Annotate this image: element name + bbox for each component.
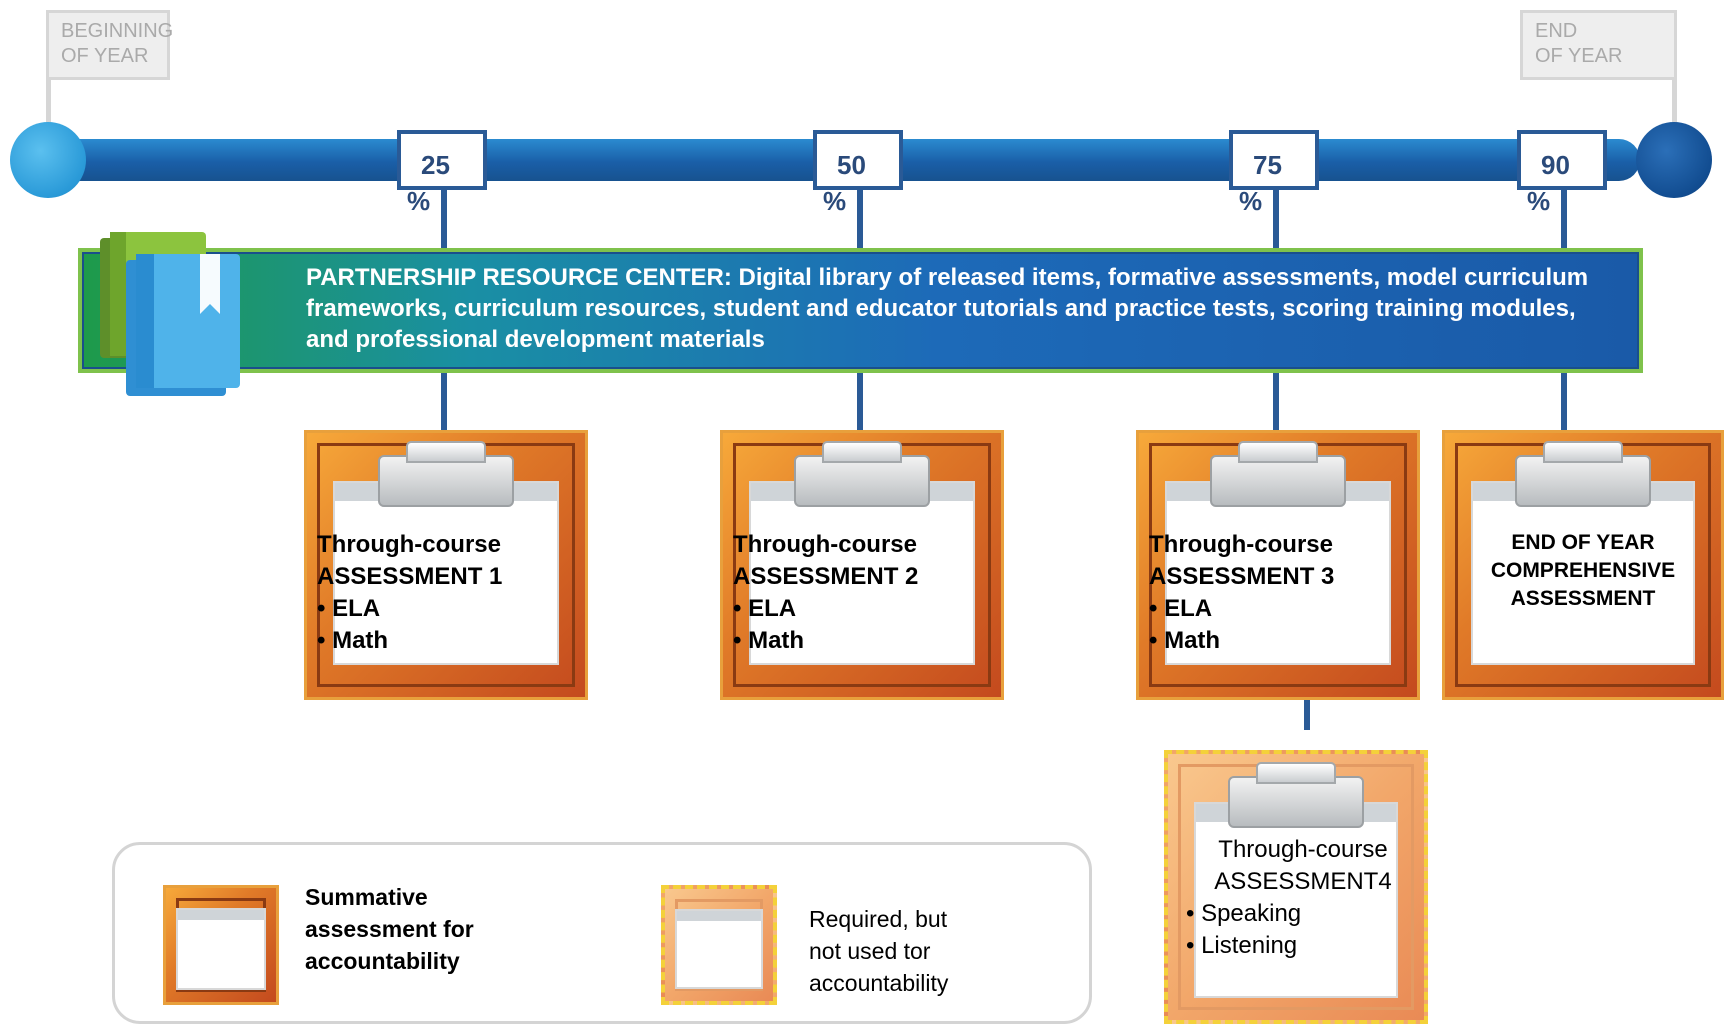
assessment-card-4: Through-course ASSESSMENT4 Speaking List…	[1164, 750, 1428, 1024]
milestone-75: 75 %	[1229, 130, 1319, 216]
assessment-bullet: Math	[317, 625, 581, 657]
legend: Summative assessment for accountability …	[112, 842, 1092, 1024]
connector-25-top	[441, 188, 447, 250]
milestone-90: 90 %	[1517, 130, 1607, 216]
milestone-unit: %	[1527, 186, 1551, 216]
milestone-value: 50	[837, 150, 866, 180]
legend-summative-label: Summative assessment for accountability	[305, 881, 474, 977]
assessment-card-2-text: Through-course ASSESSMENT 2 ELA Math	[733, 529, 997, 657]
start-flag: BEGINNING OF YEAR	[46, 10, 174, 80]
legend-summative-swatch	[163, 885, 279, 1005]
assessment-bullet: ELA	[733, 593, 997, 625]
connector-50-bottom	[857, 373, 863, 435]
clipboard-clip-top	[822, 441, 902, 463]
milestone-value: 25	[421, 150, 450, 180]
clipboard-clip-top	[1238, 441, 1318, 463]
assessment-title: Through-course	[1218, 836, 1388, 863]
assessment-bullet: Speaking	[1186, 898, 1420, 930]
assessment-title: ASSESSMENT 1	[317, 563, 503, 590]
assessment-bullet: Math	[1149, 625, 1413, 657]
assessment-bullet: Listening	[1186, 930, 1420, 962]
connector-90-top	[1561, 188, 1567, 250]
milestone-value: 90	[1541, 150, 1570, 180]
milestone-unit: %	[407, 186, 431, 216]
assessment-title: END OF YEAR	[1511, 531, 1655, 554]
assessment-card-eoy-text: END OF YEAR COMPREHENSIVE ASSESSMENT	[1449, 529, 1717, 613]
assessment-title: ASSESSMENT 2	[733, 563, 919, 590]
assessment-card-eoy: END OF YEAR COMPREHENSIVE ASSESSMENT	[1442, 430, 1724, 700]
legend-required-label: Required, but not used tor accountabilit…	[809, 903, 948, 999]
connector-75-top	[1273, 188, 1279, 250]
legend-summative-line: assessment for	[305, 916, 474, 942]
milestone-50: 50 %	[813, 130, 903, 216]
assessment-title: Through-course	[1149, 531, 1333, 558]
clipboard-clip-top	[1543, 441, 1623, 463]
start-flag-line-2: OF YEAR	[61, 45, 149, 67]
clipboard-paper	[178, 910, 264, 988]
milestone-value: 75	[1253, 150, 1282, 180]
assessment-title: Through-course	[317, 531, 501, 558]
clipboard-paper	[677, 911, 761, 987]
assessment-bullet: ELA	[1149, 593, 1413, 625]
legend-summative-line: accountability	[305, 948, 460, 974]
start-flag-line-1: BEGINNING	[61, 20, 174, 42]
assessment-card-3: Through-course ASSESSMENT 3 ELA Math	[1136, 430, 1420, 700]
connector-50-top	[857, 188, 863, 250]
milestone-unit: %	[1239, 186, 1263, 216]
legend-required-swatch	[661, 885, 777, 1005]
timeline-start-point	[10, 122, 86, 198]
legend-required-line: not used tor	[809, 938, 931, 964]
assessment-card-1-text: Through-course ASSESSMENT 1 ELA Math	[317, 529, 581, 657]
resource-center-text: PARTNERSHIP RESOURCE CENTER: Digital lib…	[306, 264, 1589, 353]
books-icon	[100, 232, 240, 396]
assessment-title: ASSESSMENT4	[1214, 868, 1392, 895]
connector-25-bottom	[441, 373, 447, 435]
clipboard-paper	[1473, 441, 1693, 663]
assessment-card-3-text: Through-course ASSESSMENT 3 ELA Math	[1149, 529, 1413, 657]
legend-required-line: accountability	[809, 970, 949, 996]
assessment-card-2: Through-course ASSESSMENT 2 ELA Math	[720, 430, 1004, 700]
clipboard-clip-top	[1256, 762, 1336, 784]
end-flag-line-1: END	[1535, 20, 1578, 42]
end-flag-line-2: OF YEAR	[1535, 45, 1623, 67]
timeline-end-point	[1636, 122, 1712, 198]
connector-75-bottom	[1273, 373, 1279, 435]
milestone-25: 25 %	[397, 130, 487, 216]
connector-assessment4	[1304, 700, 1310, 730]
clipboard-clip-top	[406, 441, 486, 463]
start-flag-pole	[46, 78, 51, 140]
assessment-bullet: Math	[733, 625, 997, 657]
end-flag: END OF YEAR	[1520, 10, 1677, 80]
legend-summative-line: Summative	[305, 884, 428, 910]
resource-center-banner: PARTNERSHIP RESOURCE CENTER: Digital lib…	[78, 248, 1643, 373]
assessment-card-1: Through-course ASSESSMENT 1 ELA Math	[304, 430, 588, 700]
assessment-bullet: ELA	[317, 593, 581, 625]
end-flag-pole	[1672, 78, 1677, 140]
connector-90-bottom	[1561, 373, 1567, 435]
assessment-card-4-text: Through-course ASSESSMENT4 Speaking List…	[1186, 834, 1420, 962]
assessment-title: ASSESSMENT 3	[1149, 563, 1335, 590]
milestone-unit: %	[823, 186, 847, 216]
assessment-title: COMPREHENSIVE	[1490, 559, 1676, 582]
assessment-title: Through-course	[733, 531, 917, 558]
legend-required-line: Required, but	[809, 906, 948, 932]
assessment-title: ASSESSMENT	[1510, 587, 1656, 610]
